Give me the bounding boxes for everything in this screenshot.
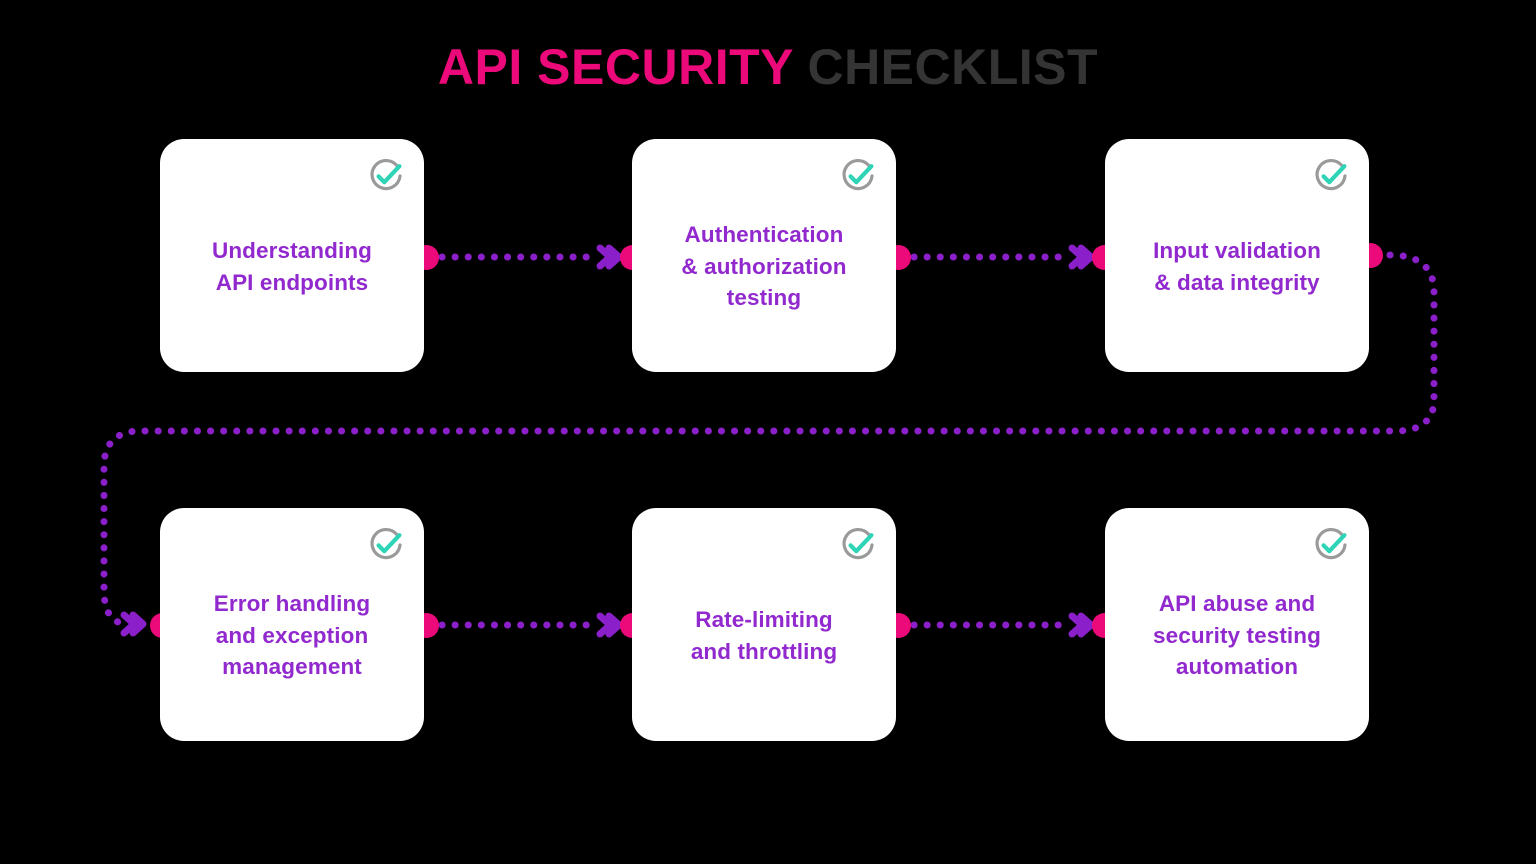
step-card-1[interactable]: Understanding API endpoints [160,139,424,372]
step-card-4[interactable]: Error handling and exception management [160,508,424,741]
connector-4-5 [438,612,623,638]
page-title-secondary: CHECKLIST [793,39,1099,95]
check-circle-icon [370,527,402,560]
step-card-2-label: Authentication & authorization testing [681,221,847,311]
step-card-2[interactable]: Authentication & authorization testing [632,139,896,372]
step-card-5-label: Rate-limiting and throttling [690,606,838,664]
step-card-3[interactable]: Input validation & data integrity [1105,139,1369,372]
step-card-6[interactable]: API abuse and security testing automatio… [1105,508,1369,741]
step-card-1-label: Understanding API endpoints [211,237,373,295]
check-circle-icon [842,158,874,191]
connector-1-2 [438,244,623,270]
step-card-5[interactable]: Rate-limiting and throttling [632,508,896,741]
check-circle-icon [842,527,874,560]
step-card-4-label: Error handling and exception management [213,590,371,680]
check-circle-icon [1315,527,1347,560]
step-card-6-label: API abuse and security testing automatio… [1153,590,1321,680]
check-circle-icon [1315,158,1347,191]
check-circle-icon [370,158,402,191]
connector-5-6 [910,612,1095,638]
page-title: API SECURITY CHECKLIST [0,40,1536,95]
connector-2-3 [910,244,1095,270]
step-card-3-label: Input validation & data integrity [1153,237,1321,295]
page-title-accent: API SECURITY [437,39,794,95]
